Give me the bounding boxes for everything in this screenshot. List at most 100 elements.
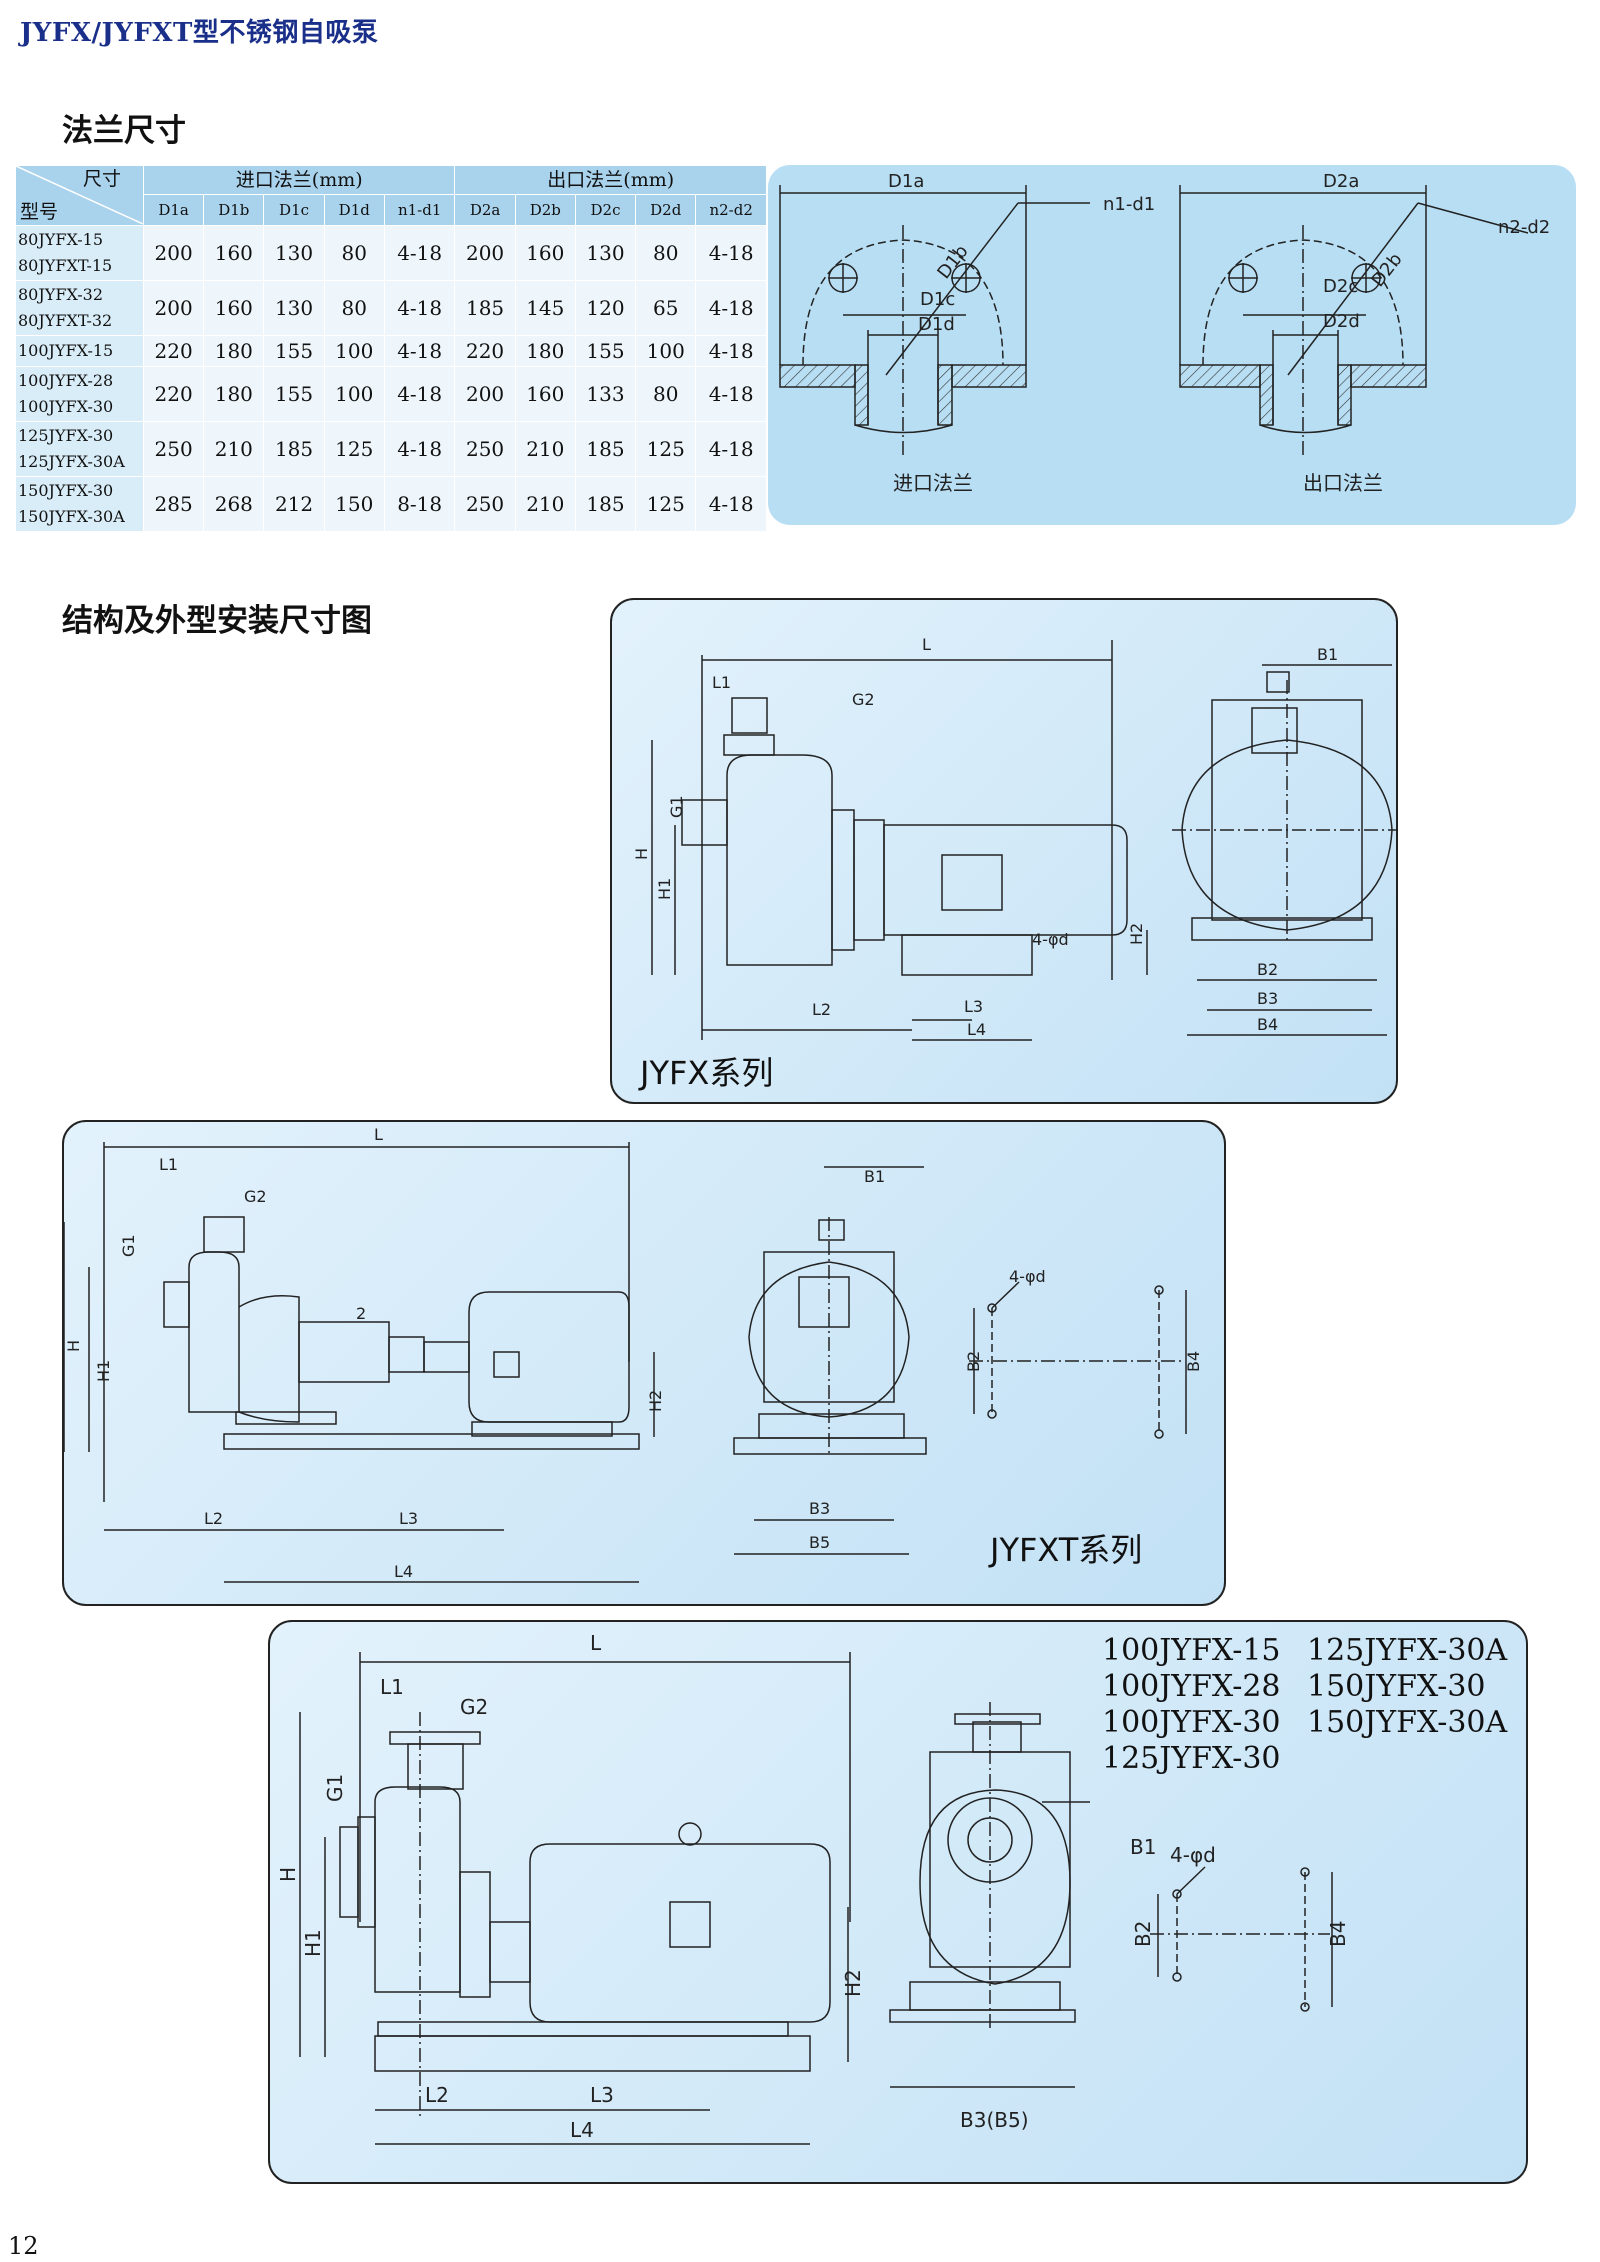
model-name: 100JYFX-28 bbox=[18, 371, 114, 390]
value-cell: 80 bbox=[635, 366, 697, 422]
flange-diagram: D1a n1-d1 D1c D1b D1d D2a n2-d2 D2c D2b … bbox=[779, 171, 1550, 495]
value-cell: 100 bbox=[323, 366, 385, 422]
dim-h1: H1 bbox=[301, 1929, 325, 1957]
model-cell: 100JYFX-15 bbox=[15, 335, 144, 367]
inlet-flange-label: 进口法兰 bbox=[893, 471, 973, 495]
dim-h1: H1 bbox=[655, 878, 674, 900]
value-cell: 80 bbox=[323, 280, 385, 336]
value-cell: 220 bbox=[142, 335, 205, 367]
dim-l: L bbox=[922, 635, 931, 654]
dim-d1d: D1d bbox=[918, 314, 955, 335]
dim-g1: G1 bbox=[667, 795, 686, 818]
dim-b1: B1 bbox=[1317, 645, 1338, 664]
dim-l: L bbox=[374, 1125, 383, 1144]
value-cell: 155 bbox=[263, 366, 325, 422]
dim-n2-d2: n2-d2 bbox=[1498, 217, 1550, 238]
value-cell: 200 bbox=[142, 225, 205, 281]
dim-b2: B2 bbox=[1257, 960, 1278, 979]
value-cell: 155 bbox=[263, 335, 325, 367]
subheader-d2d: D2d bbox=[635, 194, 697, 226]
model-name: 80JYFXT-15 bbox=[18, 256, 113, 275]
value-cell: 145 bbox=[514, 280, 576, 336]
subheader-d2c: D2c bbox=[574, 194, 637, 226]
value-cell: 4-18 bbox=[695, 421, 767, 477]
outlet-flange-label: 出口法兰 bbox=[1303, 471, 1383, 495]
dim-l2: L2 bbox=[812, 1000, 831, 1019]
subheader-d1c: D1c bbox=[263, 194, 325, 226]
value-cell: 210 bbox=[514, 421, 576, 477]
value-cell: 130 bbox=[263, 280, 325, 336]
dim-l3: L3 bbox=[964, 997, 983, 1016]
dim-d2a: D2a bbox=[1323, 171, 1359, 192]
flange-diagram-panel: D1a n1-d1 D1c D1b D1d D2a n2-d2 D2c D2b … bbox=[768, 165, 1576, 525]
subheader-n1-d1: n1-d1 bbox=[383, 194, 456, 226]
model-list-item: 125JYFX-30A bbox=[1307, 1633, 1508, 1668]
value-cell: 160 bbox=[514, 225, 576, 281]
model-name: 125JYFX-30A bbox=[18, 452, 125, 471]
model-name: 80JYFX-15 bbox=[18, 230, 104, 249]
value-cell: 160 bbox=[514, 366, 576, 422]
dim-4-phi-d: 4-φd bbox=[1170, 1843, 1216, 1867]
dim-4-phi-d: 4-φd bbox=[1032, 930, 1069, 949]
value-cell: 160 bbox=[203, 225, 265, 281]
value-cell: 220 bbox=[454, 335, 516, 367]
value-cell: 4-18 bbox=[695, 225, 767, 281]
value-cell: 212 bbox=[263, 476, 325, 532]
page-number: 12 bbox=[8, 2232, 39, 2260]
value-cell: 285 bbox=[142, 476, 205, 532]
subheader-d1d: D1d bbox=[323, 194, 385, 226]
value-cell: 180 bbox=[203, 366, 265, 422]
value-cell: 4-18 bbox=[695, 280, 767, 336]
jyfx-series-label: JYFX系列 bbox=[640, 1054, 774, 1092]
dim-b4: B4 bbox=[1184, 1351, 1203, 1372]
dim-g1: G1 bbox=[323, 1774, 347, 1802]
value-cell: 200 bbox=[454, 366, 516, 422]
value-cell: 180 bbox=[203, 335, 265, 367]
value-cell: 200 bbox=[454, 225, 516, 281]
subheader-d1a: D1a bbox=[142, 194, 205, 226]
dim-b2: B2 bbox=[964, 1351, 983, 1372]
value-cell: 210 bbox=[203, 421, 265, 477]
model-list-item: 150JYFX-30A bbox=[1307, 1705, 1508, 1740]
dim-g2: G2 bbox=[244, 1187, 267, 1206]
jyfx-series-panel: L L1 G2 G1 H H1 H2 L2 L3 L4 4-φd B1 B2 B… bbox=[610, 598, 1398, 1104]
value-cell: 185 bbox=[263, 421, 325, 477]
model-list-item: 150JYFX-30 bbox=[1307, 1669, 1486, 1704]
value-cell: 4-18 bbox=[383, 225, 456, 281]
value-cell: 200 bbox=[142, 280, 205, 336]
dim-l4: L4 bbox=[967, 1020, 986, 1039]
dim-d2c: D2c bbox=[1323, 276, 1358, 297]
value-cell: 150 bbox=[323, 476, 385, 532]
dim-l1: L1 bbox=[380, 1675, 404, 1699]
structure-section-title: 结构及外型安装尺寸图 bbox=[62, 603, 372, 639]
value-cell: 8-18 bbox=[383, 476, 456, 532]
dim-h2: H2 bbox=[1127, 923, 1146, 945]
dim-h: H bbox=[276, 1867, 300, 1882]
value-cell: 130 bbox=[574, 225, 637, 281]
model-list-item: 100JYFX-15 bbox=[1102, 1633, 1281, 1668]
value-cell: 185 bbox=[574, 476, 637, 532]
value-cell: 210 bbox=[514, 476, 576, 532]
jyfx-drawing: L L1 G2 G1 H H1 H2 L2 L3 L4 4-φd B1 B2 B… bbox=[632, 635, 1396, 1041]
model-list-item: 100JYFX-28 bbox=[1102, 1669, 1281, 1704]
dim-l: L bbox=[590, 1631, 602, 1655]
dim-l4: L4 bbox=[394, 1562, 413, 1581]
value-cell: 125 bbox=[323, 421, 385, 477]
model-name: 150JYFX-30 bbox=[18, 481, 114, 500]
value-cell: 65 bbox=[635, 280, 697, 336]
dim-h2: H2 bbox=[646, 1390, 665, 1412]
model-list-item: 100JYFX-30 bbox=[1102, 1705, 1281, 1740]
model-list-item: 125JYFX-30 bbox=[1102, 1741, 1281, 1776]
model-cell: 80JYFX-15 80JYFXT-15 bbox=[15, 225, 144, 281]
dim-d2b: D2b bbox=[1367, 249, 1406, 291]
